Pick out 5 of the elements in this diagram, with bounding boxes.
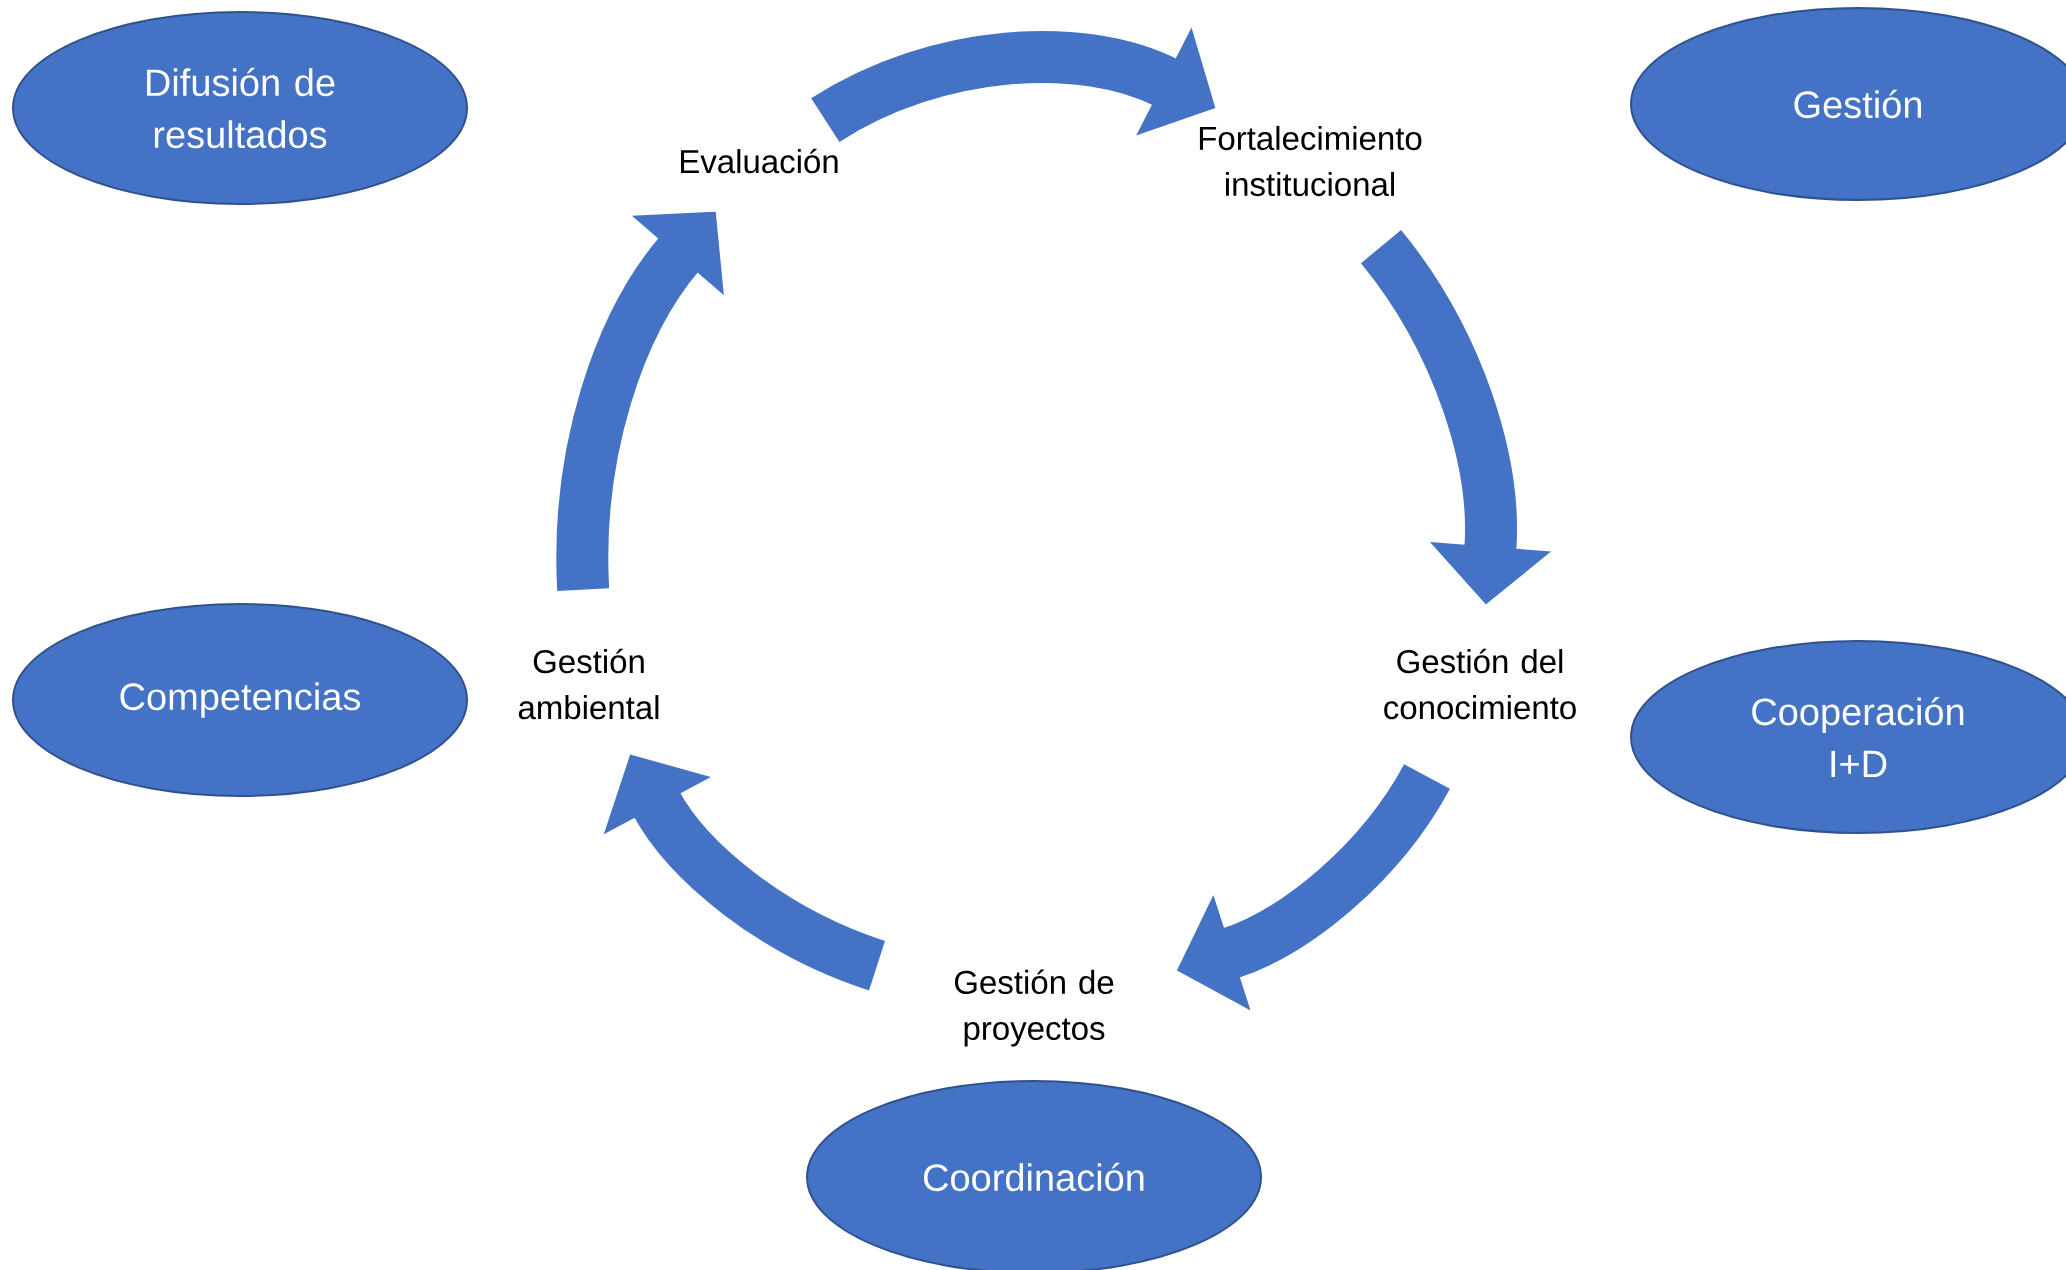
step-label: Gestión de proyectos [954, 969, 1114, 1047]
step-label: Fortalecimiento institucional [1199, 125, 1422, 197]
step-label: Evaluación [681, 148, 838, 174]
step-label: Gestión ambiental [518, 648, 659, 720]
step-label: Gestión del conocimiento [1384, 648, 1576, 720]
